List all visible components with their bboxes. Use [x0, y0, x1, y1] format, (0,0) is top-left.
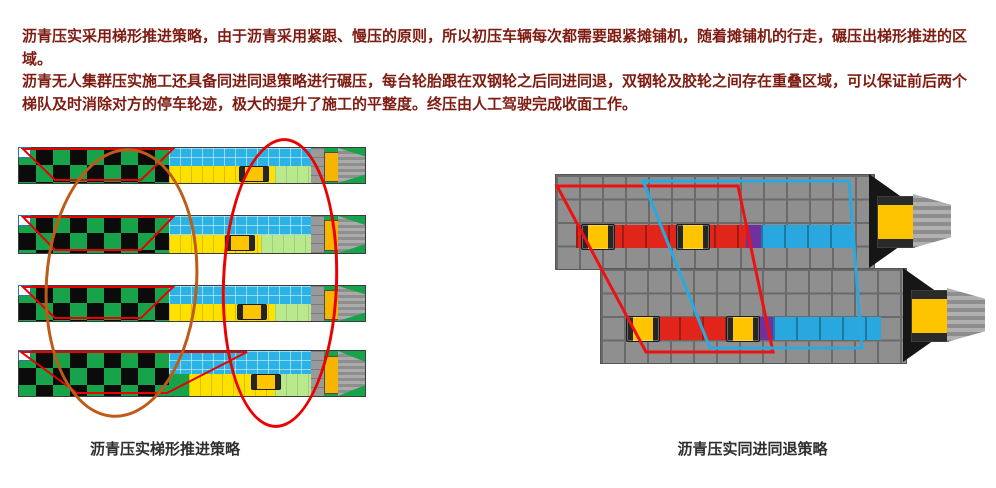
roller-vehicle-icon	[239, 166, 269, 183]
light-green-lane	[275, 373, 311, 396]
trapezoid-strategy-diagram	[15, 136, 395, 440]
gray-grid-area	[311, 148, 324, 183]
compaction-strip-4	[18, 350, 366, 397]
gray-grid-area	[311, 216, 324, 253]
parallelogram-annotations	[554, 179, 864, 354]
paragraph-sync-strategy: 沥青无人集群压实施工还具备同进同退策略进行碾压，每台轮胎跟在双钢轮之后同进同退，…	[22, 73, 968, 113]
roller-vehicle-icon	[626, 316, 660, 342]
paver-unit	[324, 148, 365, 183]
roller-vehicle-icon	[726, 316, 760, 342]
red-trapezoid-outline	[17, 351, 248, 394]
light-green-lane	[275, 165, 311, 183]
light-green-lane	[261, 234, 311, 253]
strip-tag	[18, 147, 31, 158]
right-diagram-caption: 沥青压实同进同退策略	[677, 441, 828, 458]
red-trapezoid-outline	[20, 286, 176, 319]
roller-vehicle-icon	[581, 224, 615, 250]
paver-unit	[324, 216, 365, 253]
blue-grid-area	[169, 216, 311, 235]
blue-compaction-band	[773, 317, 881, 340]
red-parallelogram-outline	[554, 184, 775, 354]
left-diagram-caption: 沥青压实梯形推进策略	[89, 441, 240, 458]
blue-parallelogram-outline	[640, 179, 864, 350]
gray-grid-area	[311, 351, 324, 396]
light-green-lane	[275, 303, 311, 321]
blue-compaction-band	[761, 225, 853, 248]
blue-grid-area	[169, 148, 311, 166]
strip-tag	[18, 285, 31, 296]
sync-strategy-diagram	[545, 160, 995, 375]
compaction-strip-2	[18, 215, 366, 254]
blue-grid-area	[169, 286, 311, 304]
paragraph-trapezoid-strategy: 沥青压实采用梯形推进策略，由于沥青采用紧跟、慢压的原则，所以初压车辆每次都需要跟…	[22, 28, 968, 68]
checker-compacted-area	[19, 351, 169, 396]
roller-vehicle-icon	[251, 374, 281, 391]
red-trapezoid-annotations	[17, 148, 248, 394]
paver-unit	[324, 286, 365, 321]
red-trapezoid-outline	[20, 148, 176, 181]
red-trapezoid-outline	[20, 216, 176, 251]
gray-grid-area	[311, 286, 324, 321]
paver-unit	[324, 351, 365, 396]
description-text: 沥青压实采用梯形推进策略，由于沥青采用紧跟、慢压的原则，所以初压车辆每次都需要跟…	[22, 26, 972, 116]
pavement-grid-top	[555, 174, 875, 270]
blue-grid-area	[169, 351, 311, 374]
strip-tag	[18, 215, 31, 226]
paver-machine-icon	[911, 290, 949, 342]
roller-vehicle-icon	[237, 304, 267, 321]
roller-vehicle-icon	[225, 235, 255, 252]
roller-vehicle-icon	[676, 224, 710, 250]
compaction-strip-3	[18, 285, 366, 322]
paver-machine-icon	[877, 196, 915, 248]
